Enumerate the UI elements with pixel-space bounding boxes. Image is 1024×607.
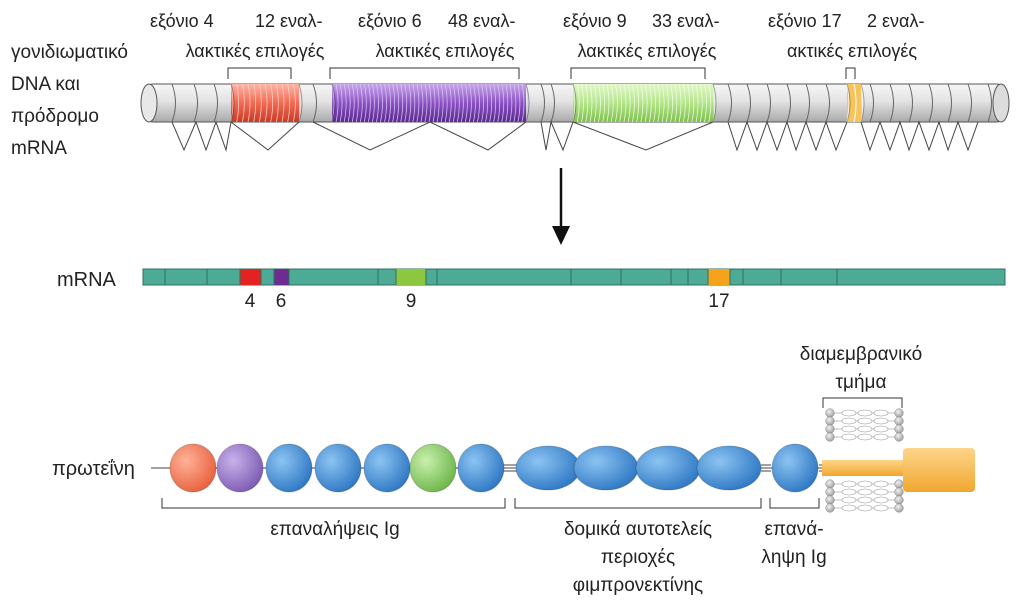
exon-alternatives-count: 48 εναλ- — [448, 11, 515, 31]
domain-brackets — [161, 397, 903, 509]
splice-connector — [860, 120, 979, 152]
dna-segment-edge — [786, 83, 791, 123]
exon-group-bracket — [570, 67, 706, 79]
domain-bracket-labels: επαναλήψεις Ig δομικά αυτοτελείς περιοχές φ… — [270, 344, 922, 596]
splice-connector — [572, 121, 714, 151]
ig-domain-red — [169, 443, 217, 493]
fibronectin-label: περιοχές — [601, 547, 675, 568]
mrna-exon — [240, 269, 261, 285]
fibronectin-label: φιμπρονεκτίνης — [573, 575, 703, 596]
dna-segment-edge — [825, 83, 830, 123]
mrna-exon — [396, 269, 426, 285]
exon-alternatives-text: λακτικές επιλογές — [376, 41, 515, 61]
protein-chain — [169, 443, 830, 493]
dna-segment-edge — [193, 83, 198, 123]
ig-domain-blue — [771, 443, 819, 493]
exon-alternatives-count: 12 εναλ- — [255, 11, 322, 31]
mrna-exon — [274, 269, 289, 285]
ig-domain-green — [409, 443, 457, 493]
transmembrane-segment — [822, 460, 907, 476]
fibronectin-domain — [696, 445, 762, 491]
dna-segment-edge — [967, 83, 972, 123]
ig-domain-blue — [363, 443, 411, 493]
protein-label: πρωτεΐνη — [52, 458, 135, 480]
fibronectin-label: δομικά αυτοτελείς — [564, 519, 712, 540]
exon-alternatives-text: λακτικές επιλογές — [578, 41, 717, 61]
splice-connector — [727, 120, 848, 152]
dna-segment-edge — [889, 83, 894, 123]
mrna-exon-number: 9 — [406, 291, 417, 312]
genomic-label-line: mRNA — [11, 138, 67, 159]
exon-alternatives-count: 33 εναλ- — [652, 11, 719, 31]
splice-connector — [312, 121, 527, 151]
ig-domain-blue — [314, 443, 362, 493]
exon-name: εξόνιο 17 — [768, 11, 842, 31]
mrna-exon-number: 17 — [708, 291, 729, 312]
dna-segment-edge — [908, 83, 913, 123]
membrane-leaflet-top — [825, 408, 904, 442]
genomic-label-line: DNA και — [11, 74, 80, 95]
dna-segment-edge — [928, 83, 933, 123]
cytoplasmic-tail — [903, 448, 975, 492]
splice-connector — [171, 120, 232, 152]
dna-exon-cluster — [231, 84, 299, 122]
domain-bracket — [769, 498, 820, 509]
exon-alternatives-count: 2 εναλ- — [867, 11, 924, 31]
ig-domain-blue — [457, 443, 505, 493]
domain-bracket — [161, 498, 506, 509]
mrna-exon — [708, 269, 730, 285]
fibronectin-domain — [573, 445, 639, 491]
dna-segment-edge — [171, 83, 176, 123]
membrane-leaflet-bottom — [825, 479, 904, 513]
mrna-label: mRNA — [57, 269, 117, 291]
ig-repeat-label: ληψη Ig — [761, 547, 826, 568]
domain-bracket — [514, 498, 762, 509]
exon-group-headers: εξόνιο 4 12 εναλ-λακτικές επιλογές εξόνιο … — [150, 11, 924, 79]
transmembrane-label: διαμεμβρανικό — [800, 344, 922, 365]
mrna-exon-number: 4 — [245, 291, 256, 312]
mrna-exon-number: 6 — [276, 291, 287, 312]
ig-repeats-label: επαναλήψεις Ig — [270, 519, 399, 540]
ig-domain-blue — [265, 443, 313, 493]
transcription-arrow — [552, 168, 570, 245]
dna-exon-cluster — [847, 84, 861, 122]
fibronectin-domain — [515, 445, 581, 491]
membrane-bilayer — [822, 408, 975, 513]
dna-segment-edge — [947, 83, 952, 123]
exon-group-bracket — [845, 67, 856, 79]
fibronectin-domain — [635, 445, 701, 491]
exon-alternatives-text: ακτικές επιλογές — [787, 41, 917, 61]
dna-segment-edge — [746, 83, 751, 123]
dna-segment-edge — [805, 83, 810, 123]
transmembrane-label: τμήμα — [836, 372, 887, 393]
exon-group-bracket — [329, 67, 520, 79]
dna-segment-edge — [727, 83, 732, 123]
dna-segment-edge — [869, 83, 874, 123]
ig-domain-purple — [216, 443, 264, 493]
dna-segment-edge — [987, 83, 992, 123]
dna-segment-edge — [766, 83, 771, 123]
dna-exon-cluster — [332, 84, 526, 122]
mrna-body — [142, 268, 1006, 286]
dna-segment-edge — [213, 83, 218, 123]
splice-connector — [540, 120, 574, 152]
genomic-label-line: γονιδιωματικό — [11, 42, 128, 63]
domain-bracket — [822, 397, 903, 408]
dna-segment-edge — [550, 83, 555, 123]
exon-name: εξόνιο 6 — [358, 11, 422, 31]
dna-segment-edge — [540, 83, 545, 123]
exon-alternatives-text: λακτικές επιλογές — [186, 41, 325, 61]
exon-name: εξόνιο 4 — [150, 11, 214, 31]
exon-name: εξόνιο 9 — [563, 11, 627, 31]
ig-repeat-label: επανά- — [764, 519, 823, 540]
splicing-lines — [171, 120, 979, 152]
genomic-label-line: πρόδρομο — [11, 106, 99, 127]
exon-group-bracket — [227, 67, 292, 79]
dna-segment-edge — [312, 83, 317, 123]
genomic-dna-cylinder — [140, 83, 1010, 123]
splice-connector — [230, 121, 300, 151]
